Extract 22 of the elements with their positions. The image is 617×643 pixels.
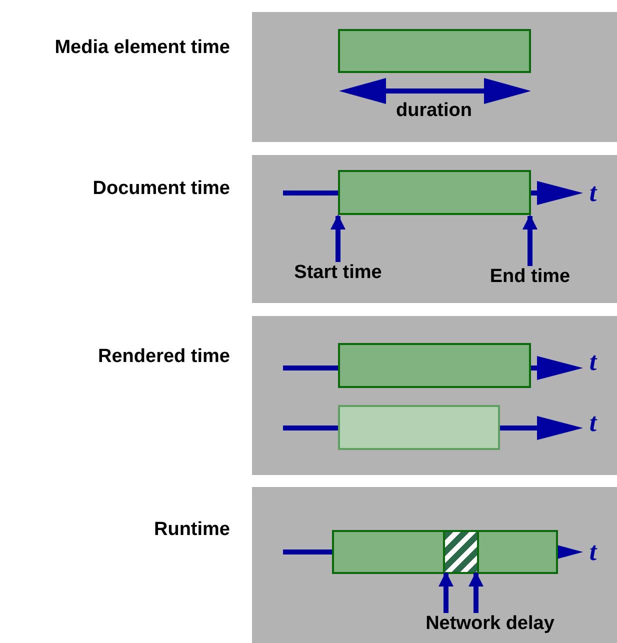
- panel-heading: Runtime: [154, 519, 230, 541]
- axis-label: t: [589, 537, 597, 567]
- axis-label: t: [589, 408, 597, 438]
- arrow: [522, 214, 538, 266]
- axis-label: t: [589, 178, 597, 208]
- time-label: Network delay: [426, 613, 554, 635]
- hatched-segment: [443, 532, 479, 572]
- media-bar: [338, 343, 531, 388]
- arrow: [330, 214, 346, 262]
- media-bar: [338, 29, 531, 73]
- media-bar: [332, 530, 558, 574]
- panel-heading: Document time: [92, 178, 230, 200]
- time-label: End time: [490, 266, 570, 288]
- arrow: [468, 572, 484, 613]
- axis-label: t: [589, 347, 597, 377]
- panel-heading: Media element time: [54, 37, 230, 59]
- media-bar: [338, 170, 531, 215]
- media-bar: [338, 405, 500, 450]
- arrow: [438, 572, 454, 613]
- time-label: Start time: [294, 262, 382, 284]
- duration-label: duration: [396, 100, 472, 122]
- panel-heading: Rendered time: [98, 346, 230, 368]
